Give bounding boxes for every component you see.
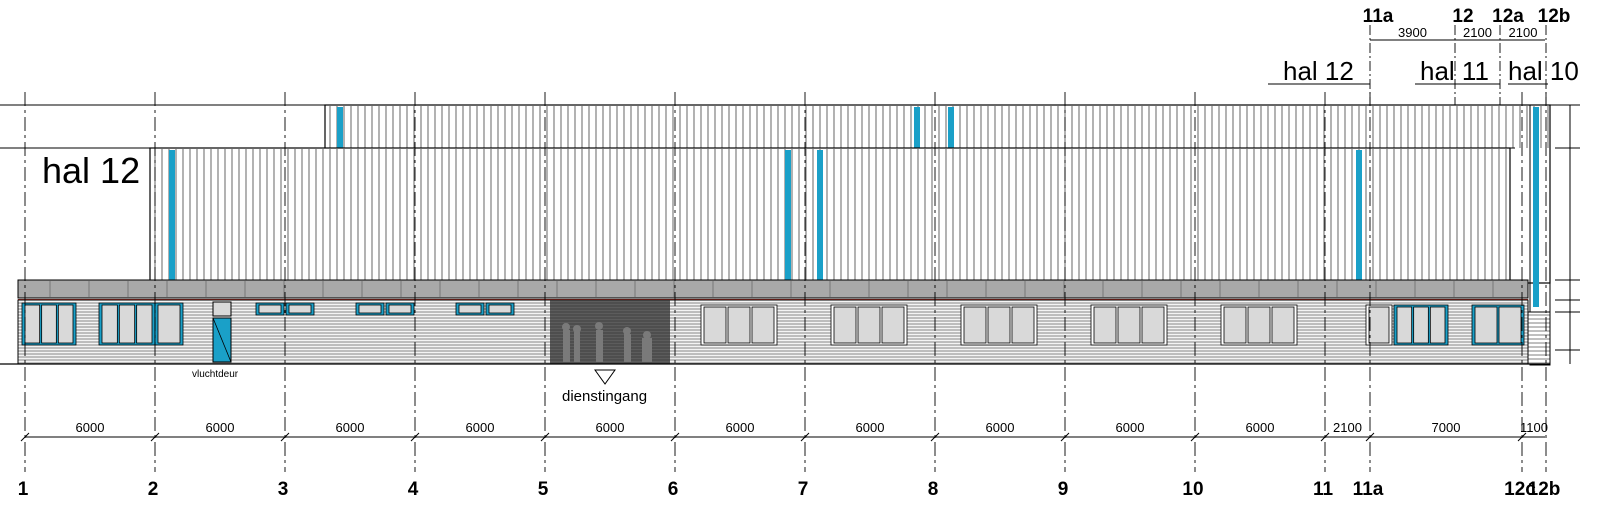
window bbox=[385, 302, 415, 316]
grid-label-bottom: 12c bbox=[1504, 479, 1536, 500]
window bbox=[1471, 304, 1525, 346]
dimension-label: 6000 bbox=[336, 420, 365, 435]
dimension-label: 6000 bbox=[76, 420, 105, 435]
window bbox=[98, 302, 156, 346]
right-end-wall bbox=[1529, 104, 1551, 366]
hall-12-outline bbox=[149, 147, 1511, 284]
emergency-door-label: vluchtdeur bbox=[192, 369, 239, 380]
office-wing bbox=[0, 299, 1551, 365]
cyan-column-strip bbox=[785, 150, 791, 280]
dimension-label-top: 3900 bbox=[1398, 25, 1427, 40]
hall-label-top-2: hal 11 bbox=[1420, 56, 1489, 86]
grid-label-bottom: 7 bbox=[798, 479, 809, 500]
parapet-band bbox=[17, 279, 1529, 301]
cyan-column-strip bbox=[1533, 107, 1539, 307]
dimension-label: 6000 bbox=[1246, 420, 1275, 435]
bottom-dimensions: 6000 6000 6000 6000 6000 6000 6000 6000 6000 6000… bbox=[20, 420, 1548, 442]
grid-label-bottom: 10 bbox=[1182, 479, 1203, 500]
hall-label-top-1: hal 12 bbox=[1283, 56, 1354, 86]
window bbox=[485, 302, 515, 316]
right-annex bbox=[1527, 311, 1551, 365]
grid-label-bottom: 5 bbox=[538, 479, 549, 500]
grid-label-bottom: 11 bbox=[1313, 479, 1334, 500]
top-dimensions: 3900 2100 2100 bbox=[1398, 25, 1537, 40]
parapet-joints bbox=[49, 280, 1494, 298]
window bbox=[1090, 304, 1168, 346]
window bbox=[700, 304, 778, 346]
dimension-label-top: 2100 bbox=[1509, 25, 1538, 40]
grid-label-bottom: 4 bbox=[408, 479, 419, 500]
window bbox=[285, 302, 315, 316]
top-grid-axes: 11a 12 12a 12b bbox=[1363, 6, 1571, 105]
top-hall-labels: hal 12 hal 11 hal 10 bbox=[1268, 56, 1579, 86]
dimension-label: 7000 bbox=[1432, 420, 1461, 435]
grid-label-bottom: 1 bbox=[18, 479, 29, 500]
dimension-label: 6000 bbox=[726, 420, 755, 435]
window bbox=[455, 302, 485, 316]
cyan-column-strip bbox=[817, 150, 823, 280]
grid-label-top: 12 bbox=[1452, 6, 1473, 27]
grid-label-bottom: 3 bbox=[278, 479, 289, 500]
window bbox=[1220, 304, 1298, 346]
window bbox=[1393, 304, 1449, 346]
dimension-label-top: 2100 bbox=[1463, 25, 1492, 40]
level-markers bbox=[1555, 104, 1580, 364]
grid-label-bottom: 11a bbox=[1353, 479, 1384, 500]
window bbox=[960, 304, 1038, 346]
window bbox=[21, 302, 77, 346]
grid-label-bottom: 8 bbox=[928, 479, 939, 500]
grid-label-top: 12a bbox=[1492, 6, 1524, 27]
grid-label-bottom: 6 bbox=[668, 479, 679, 500]
hall-label-left: hal 12 bbox=[42, 150, 140, 191]
dimension-label: 2100 bbox=[1333, 420, 1362, 435]
dimension-label: 6000 bbox=[986, 420, 1015, 435]
cyan-column-strip bbox=[914, 107, 920, 149]
window bbox=[830, 304, 908, 346]
grid-label-bottom: 12b bbox=[1528, 479, 1561, 500]
service-entrance-label: dienstingang bbox=[562, 388, 647, 405]
cyan-column-strip bbox=[1356, 150, 1362, 280]
dimension-label: 6000 bbox=[206, 420, 235, 435]
dimension-label: 6000 bbox=[1116, 420, 1145, 435]
dimension-label: 6000 bbox=[856, 420, 885, 435]
window bbox=[154, 302, 184, 346]
cyan-column-strip bbox=[948, 107, 954, 149]
dimension-label: 6000 bbox=[466, 420, 495, 435]
people-silhouettes bbox=[562, 322, 652, 362]
cyan-column-strip bbox=[337, 107, 343, 149]
emergency-door bbox=[212, 301, 232, 363]
cyan-column-strip bbox=[169, 150, 175, 280]
window bbox=[355, 302, 385, 316]
dimension-label: 6000 bbox=[596, 420, 625, 435]
grid-label-top: 12b bbox=[1538, 6, 1571, 27]
entrance-triangle-marker bbox=[594, 369, 616, 385]
grid-label-bottom: 2 bbox=[148, 479, 159, 500]
windows bbox=[21, 302, 1525, 346]
dimension-label: 1100 bbox=[1520, 420, 1548, 435]
window bbox=[255, 302, 285, 316]
hall-12-facade bbox=[0, 147, 1515, 284]
grid-label-top: 11a bbox=[1363, 6, 1394, 27]
grid-label-bottom: 9 bbox=[1058, 479, 1069, 500]
hall-label-top-3: hal 10 bbox=[1508, 56, 1579, 86]
